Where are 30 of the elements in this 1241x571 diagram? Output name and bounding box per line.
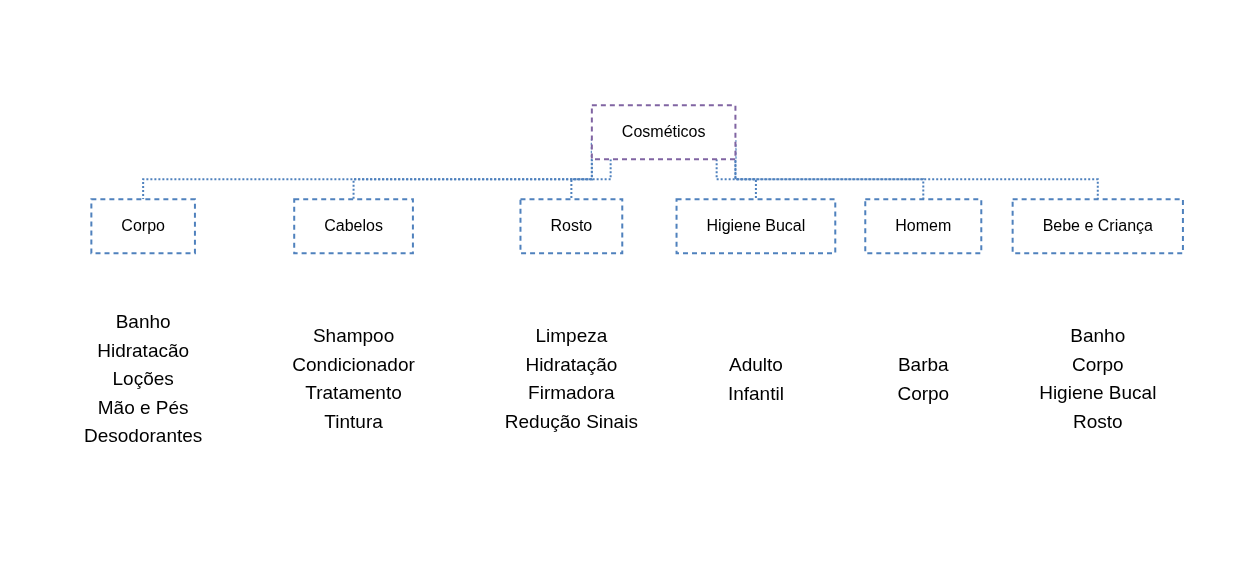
node-label: Desodorantes [84, 425, 203, 447]
node-box: Rosto [519, 198, 624, 255]
node-box: Bebe e Criança [1011, 198, 1185, 255]
node-label: Condicionador [292, 354, 416, 375]
node-box: Cabelos [293, 198, 415, 255]
node-label: Tratamento [305, 382, 403, 404]
node-label: Mão e Pés [98, 396, 189, 418]
node-box: Higiene Bucal [675, 198, 837, 255]
node-label: Hidratacão [97, 339, 190, 361]
node-label: Limpeza [535, 325, 608, 347]
node-label: Hidratação [525, 354, 618, 375]
node-label: Loções [112, 368, 175, 390]
connector [715, 158, 758, 201]
node-label: Rosto [1073, 411, 1123, 432]
node-box: Cosméticos [591, 104, 737, 161]
node-label: Banho [115, 311, 171, 333]
node-box: Homem [864, 198, 983, 255]
connector [570, 158, 612, 201]
node-label: Higiene Bucal [1039, 382, 1157, 404]
node-label: Corpo [1072, 354, 1124, 375]
node-label: Corpo [897, 382, 950, 404]
node-label: Banho [1070, 325, 1126, 347]
node-label: Infantil [728, 382, 785, 404]
node-label: Redução Sinais [505, 411, 639, 432]
node-label: Shampoo [313, 325, 395, 347]
node-label: Tintura [324, 411, 384, 432]
node-label: Firmadora [528, 382, 615, 404]
node-label: Adulto [729, 354, 784, 375]
node-label: Barba [898, 354, 949, 375]
node-box: Corpo [90, 198, 197, 255]
